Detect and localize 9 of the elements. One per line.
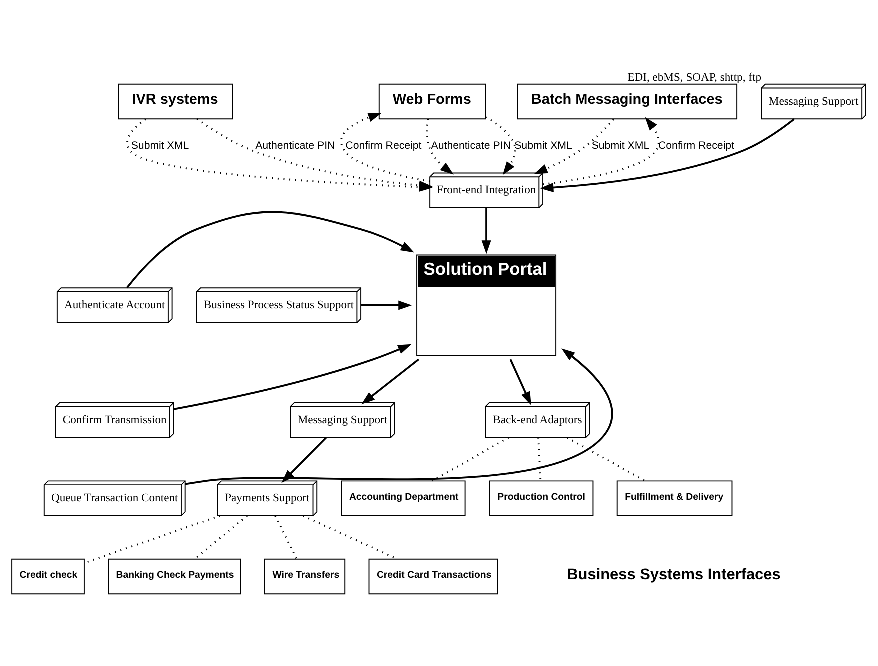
label: Business Systems Interfaces [567,566,781,584]
edge-label: Submit XML [514,140,572,152]
edge-label: Submit XML [592,140,650,152]
node-label: EDI, ebMS, SOAP, shttp, ftp [628,71,762,84]
edge-label: Authenticate PIN [431,140,511,152]
edge-label: Confirm Receipt [346,140,422,152]
edge-label: Confirm Receipt [658,140,735,152]
edge-label: Authenticate PIN [256,140,336,152]
edge-label: Submit XML [131,140,190,152]
